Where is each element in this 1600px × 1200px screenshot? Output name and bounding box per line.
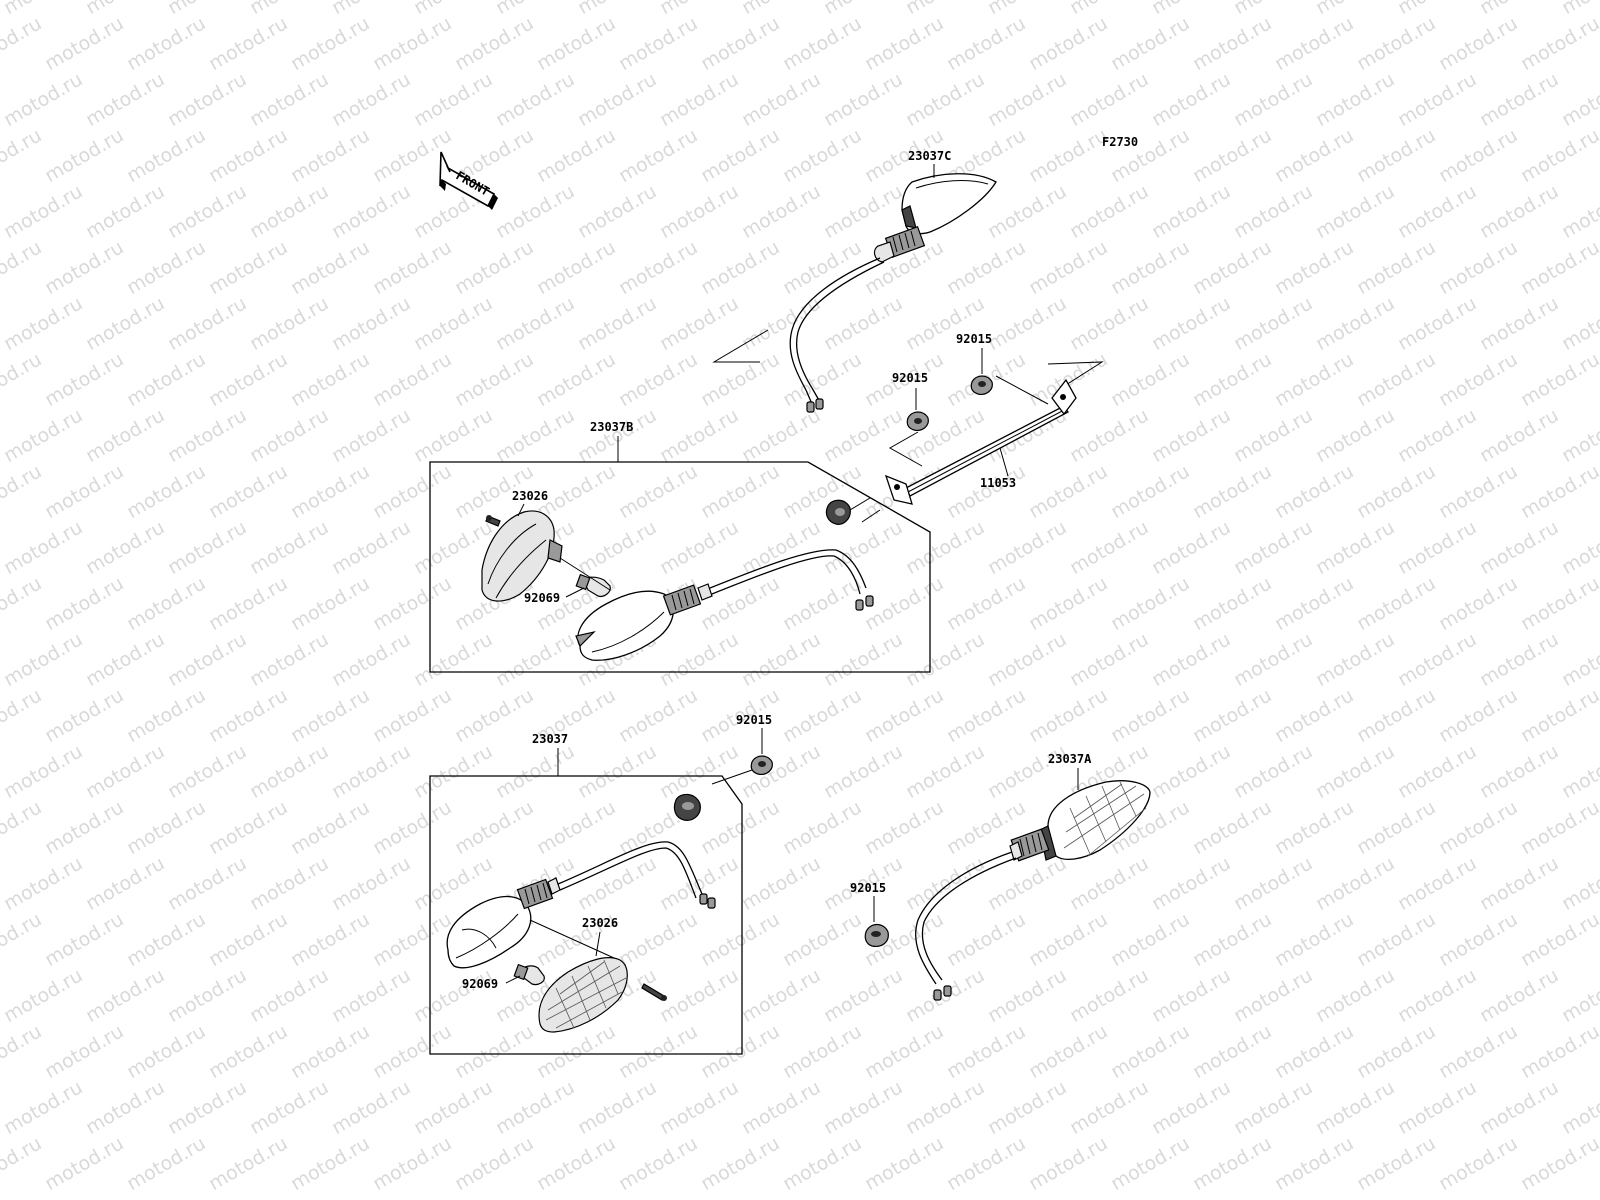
callout-23037b: 23037B — [590, 420, 633, 434]
callout-23037a: 23037A — [1048, 752, 1092, 766]
turn-signal-23037b-group: 23037B 23026 92069 — [429, 420, 931, 673]
grommet-mid: 92015 — [711, 713, 773, 785]
grommet-upper-right: 92015 — [956, 332, 1049, 405]
break-line-right — [1047, 361, 1104, 391]
grommet-upper-left: 92015 — [888, 371, 929, 467]
bracket-11053: 11053 — [884, 378, 1077, 505]
break-line-left — [712, 329, 769, 363]
front-arrow-icon: FRONT — [439, 151, 498, 210]
turn-signal-23037a: 23037A — [915, 752, 1151, 1001]
grommet-lower-right: 92015 — [850, 881, 889, 947]
turn-signal-23037-group: 23037 23026 92069 — [429, 732, 743, 1055]
callout-23037c: 23037C — [908, 149, 951, 163]
callout-23026-upper: 23026 — [512, 489, 548, 503]
callout-92015-upper-left: 92015 — [892, 371, 928, 385]
callout-92015-lower-right: 92015 — [850, 881, 886, 895]
turn-signal-23037c: 23037C — [789, 149, 997, 413]
callout-23026-lower: 23026 — [582, 916, 618, 930]
callout-23037: 23037 — [532, 732, 568, 746]
callout-92015-mid: 92015 — [736, 713, 772, 727]
callout-11053: 11053 — [980, 476, 1016, 490]
callout-92015-upper-right: 92015 — [956, 332, 992, 346]
callout-92069-upper: 92069 — [524, 591, 560, 605]
callout-92069-lower: 92069 — [462, 977, 498, 991]
figure-code: F2730 — [1102, 135, 1138, 149]
